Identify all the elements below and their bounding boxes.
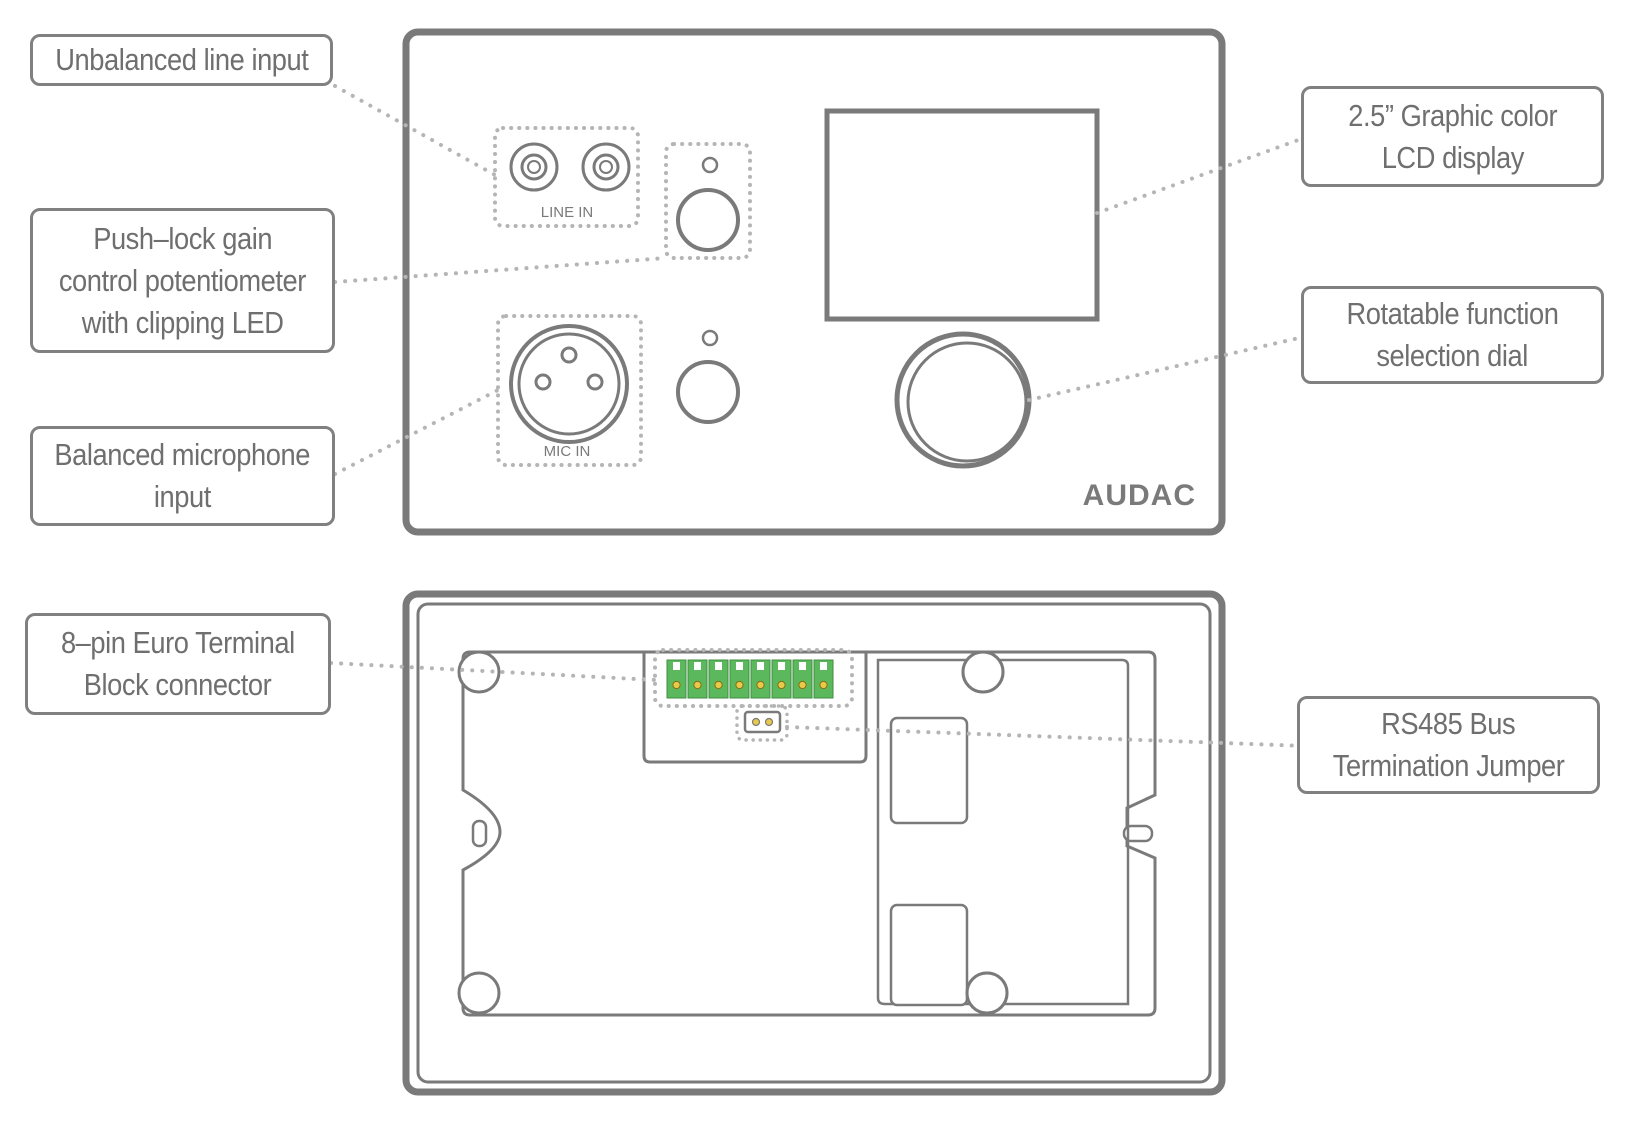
mount-hole-top-left <box>457 650 501 694</box>
terminal-screw <box>777 680 786 690</box>
terminal-screw <box>735 680 744 690</box>
terminal-pin-cell <box>771 659 792 699</box>
mic-in-label: MIC IN <box>544 443 591 460</box>
terminal-pin-cell <box>687 659 708 699</box>
rear-panel-frame-inner <box>416 602 1212 1084</box>
terminal-pin-notch <box>715 662 722 670</box>
terminal-pin-notch <box>799 662 806 670</box>
leader-lcd <box>1095 133 1314 215</box>
rear-panel <box>402 590 1226 1096</box>
terminal-screw <box>756 680 765 690</box>
lcd-display <box>824 108 1100 322</box>
terminal-pin-notch <box>757 662 764 670</box>
mic-in-highlight <box>496 314 643 467</box>
terminal-pin-cell <box>750 659 771 699</box>
callout-lcd-display: 2.5” Graphic color LCD display <box>1301 86 1604 187</box>
terminal-pin-cell <box>708 659 729 699</box>
housing-side-slot <box>1122 824 1154 843</box>
leader-lines <box>329 84 1314 748</box>
rca-jack-left <box>509 142 559 192</box>
gain-pot-mic <box>676 360 740 424</box>
terminal-screw <box>819 680 828 690</box>
callout-euro-terminal: 8–pin Euro Terminal Block connector <box>25 613 331 715</box>
terminal-pin-notch <box>778 662 785 670</box>
leader-balanced-mic <box>333 388 500 476</box>
front-panel-frame <box>402 28 1226 536</box>
mount-hole-bottom-left <box>457 971 501 1015</box>
jumper-pin <box>751 717 761 727</box>
line-in-highlight <box>493 126 640 228</box>
function-dial <box>894 331 1032 469</box>
terminal-screw <box>693 680 702 690</box>
callout-function-dial: Rotatable function selection dial <box>1301 286 1604 384</box>
pcb-outline <box>876 658 1130 1006</box>
terminal-screw <box>798 680 807 690</box>
terminal-pin-notch <box>694 662 701 670</box>
xlr-jack <box>509 324 629 444</box>
callout-gain-potentiometer: Push–lock gain control potentiometer wit… <box>30 208 335 353</box>
line-in-label: LINE IN <box>541 204 594 221</box>
euro-terminal-block <box>666 659 834 699</box>
clipping-led-mic <box>701 329 719 347</box>
rs485-jumper <box>743 710 782 734</box>
terminal-pin-cell <box>729 659 750 699</box>
brand-logo: AUDAC <box>1083 479 1196 512</box>
terminal-pin-notch <box>736 662 743 670</box>
leader-unbalanced-line <box>333 84 497 177</box>
function-dial-inner <box>906 341 1028 463</box>
pcb-component-bottom <box>889 903 969 1007</box>
leader-dial <box>1027 333 1314 402</box>
rear-housing <box>461 650 1157 1017</box>
gain-pot-highlight <box>664 142 752 260</box>
terminal-screw <box>714 680 723 690</box>
terminal-pin-cell <box>666 659 687 699</box>
pcb-component-top <box>889 716 969 825</box>
terminal-pin-cell <box>813 659 834 699</box>
terminal-screw <box>672 680 681 690</box>
rca-jack-right <box>581 142 631 192</box>
callout-balanced-mic-input: Balanced microphone input <box>30 426 335 526</box>
callout-unbalanced-line-input: Unbalanced line input <box>30 34 333 86</box>
connector-bay <box>642 652 868 764</box>
jumper-highlight <box>735 704 789 742</box>
front-panel: LINE IN MIC IN AUDAC <box>402 28 1226 536</box>
terminal-pin-notch <box>820 662 827 670</box>
gain-pot-line <box>676 188 740 252</box>
callout-rs485-jumper: RS485 Bus Termination Jumper <box>1297 696 1600 794</box>
jumper-pin <box>764 717 774 727</box>
housing-slot <box>471 819 488 848</box>
leader-euro-terminal <box>329 661 657 682</box>
clipping-led-line <box>701 156 719 174</box>
terminal-pin-cell <box>792 659 813 699</box>
terminal-pin-notch <box>673 662 680 670</box>
terminal-block-highlight <box>653 648 854 708</box>
